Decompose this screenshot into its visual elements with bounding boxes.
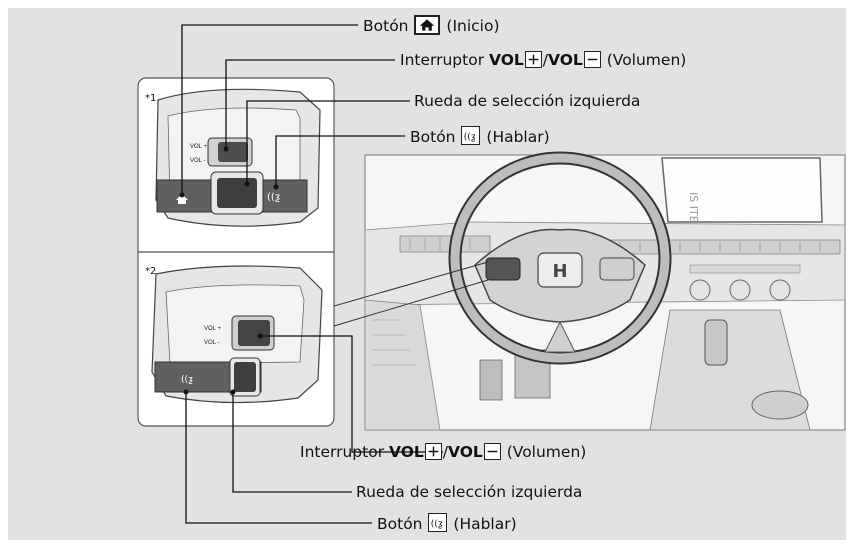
panel1-spoke: ((ƺ <box>155 88 321 227</box>
svg-text:((ƺ: ((ƺ <box>464 133 476 143</box>
volume-sep-bottom: / <box>442 443 449 461</box>
vol-minus-text-bottom: VOL <box>448 443 483 461</box>
panel1-vol-plus-text: VOL + <box>190 144 207 150</box>
vol-plus-text-top: VOL <box>489 51 524 69</box>
talk-icon: ((ƺ <box>461 126 481 145</box>
svg-text:((ƺ: ((ƺ <box>267 192 280 203</box>
label-selector-wheel-top: Rueda de selección izquierda <box>414 92 641 110</box>
label-talk-button-top: Botón ((ƺ (Hablar) <box>410 126 550 147</box>
panel1-vol-minus-text: VOL - <box>190 158 205 164</box>
plus-box-icon <box>524 51 542 68</box>
label-volume-switch-top: Interruptor VOL/VOL (Volumen) <box>400 50 686 70</box>
svg-text:((ƺ: ((ƺ <box>181 375 193 385</box>
label-talk-button-bottom: Botón ((ƺ (Hablar) <box>377 513 517 534</box>
label-home-button: Botón (Inicio) <box>363 15 500 36</box>
label-volume-switch-bottom: Interruptor VOL/VOL (Volumen) <box>300 442 586 462</box>
svg-text:((ƺ: ((ƺ <box>431 520 443 530</box>
plus-box-icon <box>424 443 442 460</box>
panel1-marker: *1 <box>145 93 157 104</box>
leader-dots <box>179 146 279 395</box>
label-selector-wheel-bottom: Rueda de selección izquierda <box>356 483 583 501</box>
volume-sep-top: / <box>542 51 549 69</box>
minus-box-icon <box>583 51 601 68</box>
dashboard-illustration: IS ITE <box>364 151 846 431</box>
talk-icon: ((ƺ <box>428 513 448 532</box>
panel2-spoke: ((ƺ <box>151 265 323 404</box>
volume-suffix-bottom: (Volumen) <box>506 443 587 461</box>
home-prefix: Botón <box>363 17 409 35</box>
panel2-marker: *2 <box>145 266 157 277</box>
volume-prefix-top: Interruptor <box>400 51 485 69</box>
talk-suffix-top: (Hablar) <box>486 128 550 146</box>
talk-prefix-bottom: Botón <box>377 515 423 533</box>
svg-text:H: H <box>552 261 567 282</box>
vol-plus-text-bottom: VOL <box>389 443 424 461</box>
talk-prefix-top: Botón <box>410 128 456 146</box>
panel2-vol-minus-text: VOL - <box>204 340 219 346</box>
home-icon <box>414 15 441 35</box>
volume-suffix-top: (Volumen) <box>606 51 687 69</box>
home-suffix: (Inicio) <box>446 17 500 35</box>
svg-text:IS ITE: IS ITE <box>687 192 700 223</box>
volume-prefix-bottom: Interruptor <box>300 443 385 461</box>
vol-minus-text-top: VOL <box>548 51 583 69</box>
minus-box-icon <box>483 443 501 460</box>
panel2-vol-plus-text: VOL + <box>204 326 221 332</box>
talk-suffix-bottom: (Hablar) <box>453 515 517 533</box>
leader-lines <box>181 24 443 524</box>
